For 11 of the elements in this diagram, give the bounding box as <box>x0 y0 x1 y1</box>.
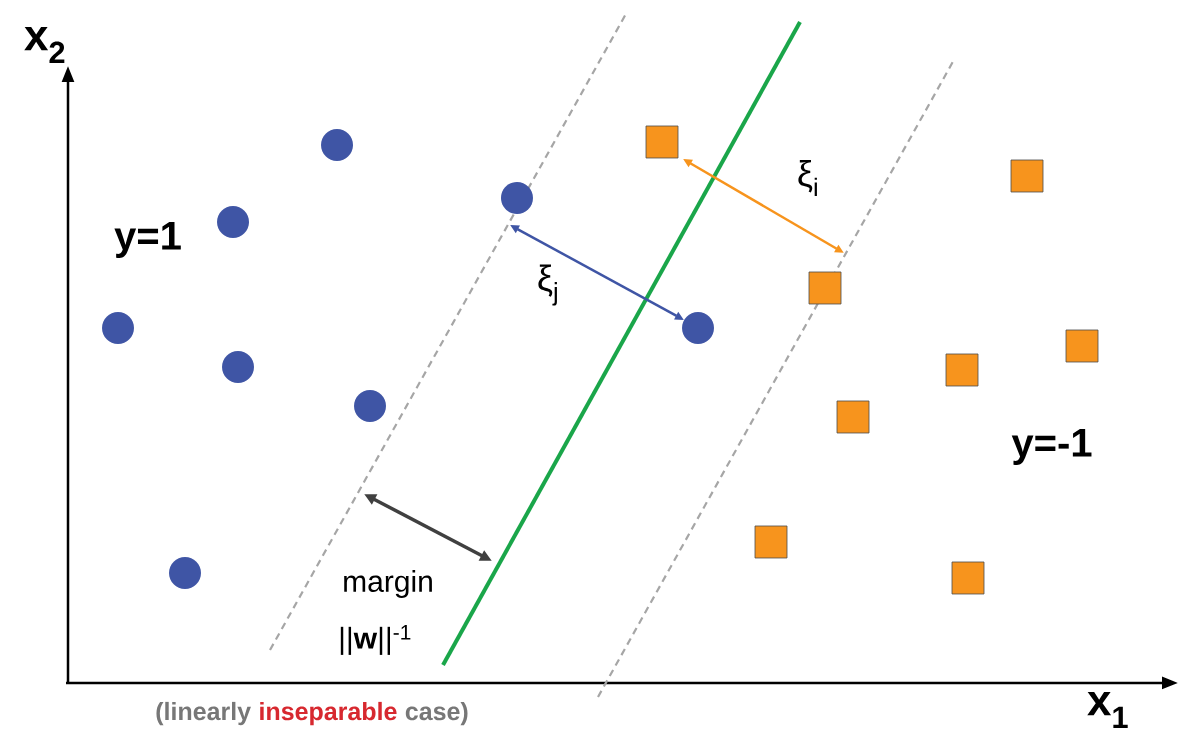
slack-label: ξ$_{i}$ <box>798 160 817 196</box>
axis-label: x$_{1}$ <box>1087 692 1128 728</box>
slack-label: ξ$_{j}$ <box>538 264 557 306</box>
class-label: y=-1 <box>1011 429 1092 465</box>
margin-formula: ||w||$^{-1}$ <box>340 625 411 655</box>
caption-text: inseparable <box>260 701 397 726</box>
axis-label: x$_{2}$ <box>24 26 65 64</box>
caption-text: case) <box>405 701 468 726</box>
margin-label: margin <box>344 570 432 598</box>
class-label: y=1 <box>114 222 181 258</box>
caption-text: (linearly <box>156 701 251 726</box>
